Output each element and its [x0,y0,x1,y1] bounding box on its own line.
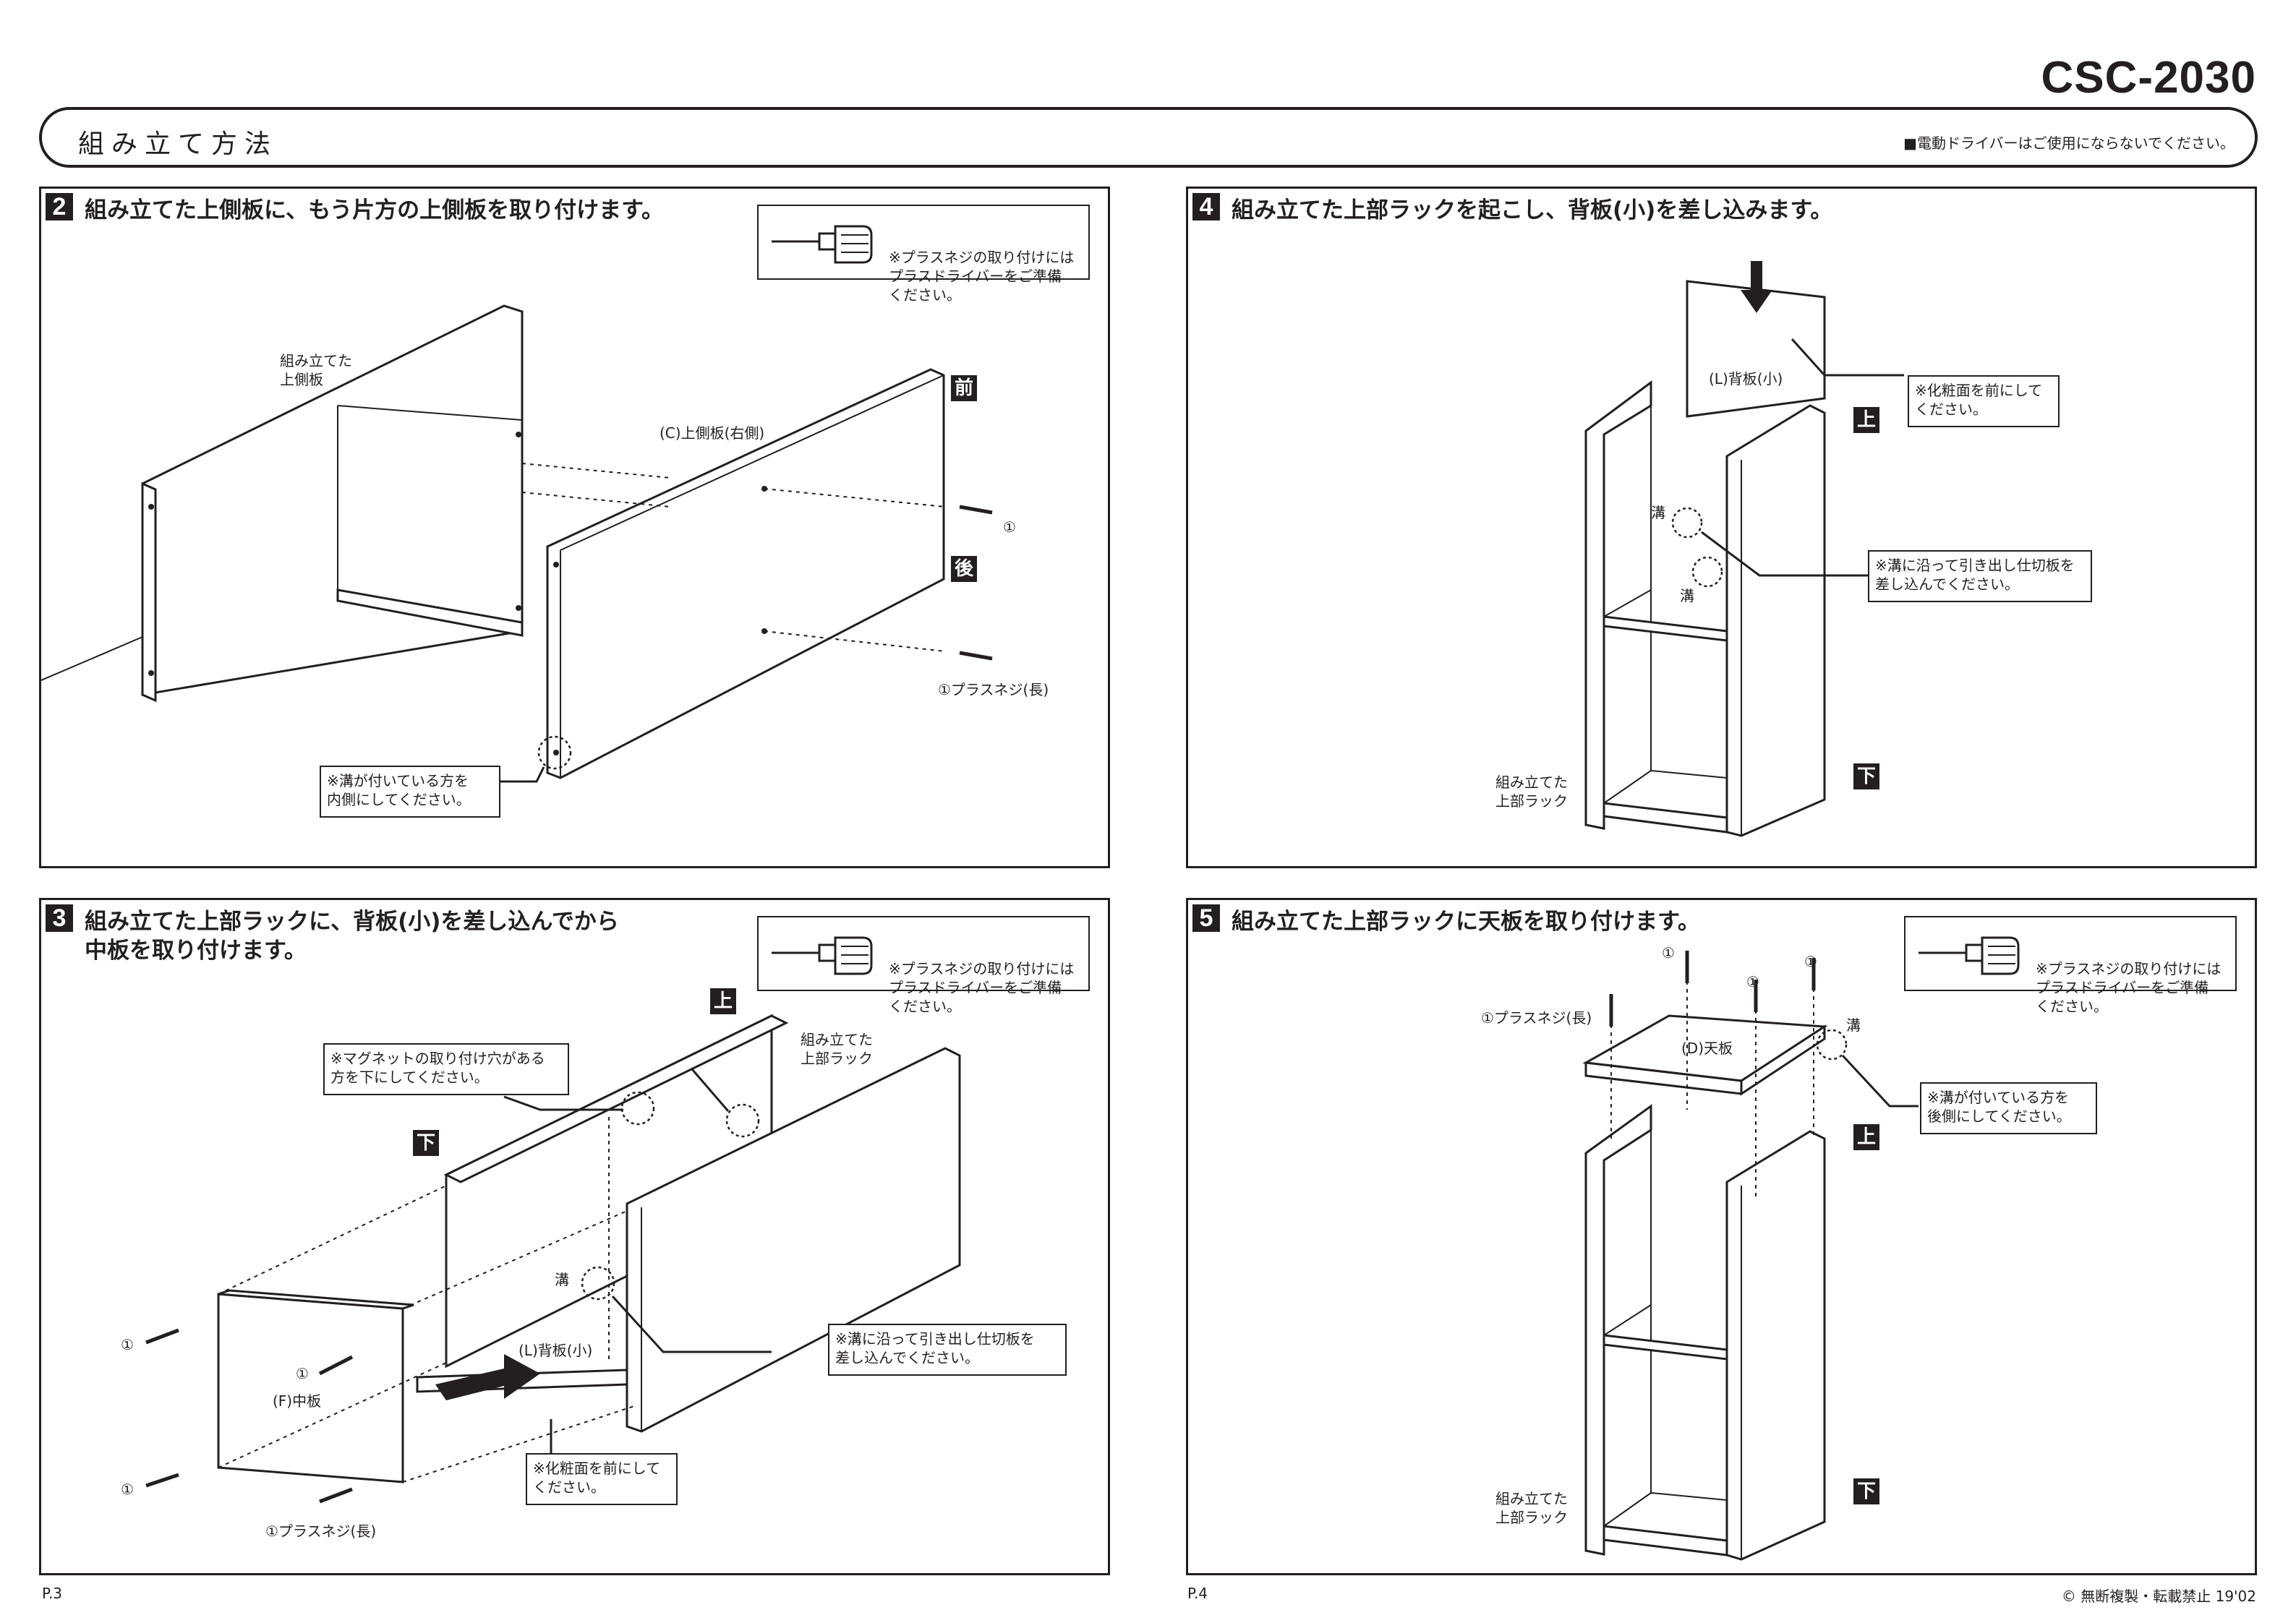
step-title: 組み立てた上部ラックを起こし、背板(小)を差し込みます。 [1232,197,1833,223]
label-groove: 溝 [1651,504,1665,521]
screwdriver-hand-icon [772,225,873,264]
badge-bottom: 下 [1853,763,1879,789]
copyright-note: © 無断複製・転載禁止 19'02 [2061,1588,2256,1605]
screwdriver-hand-icon [1919,936,2020,975]
screwdriver-hand-icon [772,936,873,975]
screw-note-text: ※プラスネジの取り付けには プラスドライバーをご準備 ください。 [889,249,1075,304]
label-screw-1: ① [1662,944,1675,962]
step-3-illustration [145,1014,961,1504]
step-4-panel: 4 組み立てた上部ラックを起こし、背板(小)を差し込みます。 [1186,187,2257,868]
step-title: 組み立てた上側板に、もう片方の上側板を取り付けます。 [85,197,665,223]
label-screw-1: ① [121,1336,134,1353]
magnet-note: ※マグネットの取り付け穴がある 方を下にしてください。 [323,1043,569,1095]
label-screw-1: ① [1804,953,1817,970]
groove-note: ※溝が付いている方を 後側にしてください。 [1920,1082,2097,1134]
label-screw-long: ①プラスネジ(長) [938,681,1049,698]
step-title: 組み立てた上部ラックに天板を取り付けます。 [1232,909,1700,935]
screwdriver-note: ※プラスネジの取り付けには プラスドライバーをご準備 ください。 [757,916,1090,1015]
label-upper-rack: 組み立てた 上部ラック [1495,1490,1568,1526]
face-note: ※化粧面を前にして ください。 [526,1453,678,1505]
slide-note: ※溝に沿って引き出し仕切板を 差し込んでください。 [828,1324,1067,1376]
label-backboard: (L)背板(小) [1709,370,1783,387]
label-groove: 溝 [555,1271,569,1288]
screw-note-text: ※プラスネジの取り付けには プラスドライバーをご準備 ください。 [889,960,1075,1015]
label-assembled-panel: 組み立てた 上側板 [280,352,352,388]
step-number: 5 [1192,904,1220,932]
badge-top: 上 [1853,1124,1879,1150]
page-number-right: P.4 [1187,1585,1208,1602]
label-groove: 溝 [1846,1016,1861,1034]
step-title-line-2: 中板を取り付けます。 [85,938,307,964]
label-upper-rack: 組み立てた 上部ラック [1495,774,1568,810]
step-2-illustration [41,304,993,783]
page-number-left: P.3 [42,1585,63,1602]
label-screw-1: ① [121,1481,134,1498]
header-note: ■電動ドライバーはご使用にならないでください。 [1903,134,2235,152]
label-top-board: (D)天板 [1681,1040,1733,1057]
step-3-panel: 3 組み立てた上部ラックに、背板(小)を差し込んでから 中板を取り付けます。 ※… [39,898,1110,1575]
badge-back: 後 [951,556,977,582]
screwdriver-note: ※プラスネジの取り付けには プラスドライバーをご準備 ください。 [1904,916,2237,1015]
label-screw-1: ① [1003,518,1016,536]
label-screw-long: ①プラスネジ(長) [1481,1009,1592,1027]
screwdriver-note: ※プラスネジの取り付けには プラスドライバーをご準備 ください。 [757,205,1090,304]
step-number: 4 [1192,193,1220,220]
badge-bottom: 下 [413,1130,439,1156]
label-upper-rack: 組み立てた 上部ラック [801,1031,873,1067]
label-groove: 溝 [1680,587,1694,604]
badge-bottom: 下 [1853,1478,1879,1504]
badge-top: 上 [710,988,736,1014]
label-backboard: (L)背板(小) [518,1342,593,1359]
step-2-panel: 2 組み立てた上側板に、もう片方の上側板を取り付けます。 ※プラスネジの取り付け… [39,187,1110,868]
label-screw-long: ①プラスネジ(長) [265,1523,377,1540]
slide-note: ※溝に沿って引き出し仕切板を 差し込んでください。 [1868,550,2092,602]
label-screw-1: ① [1746,973,1759,990]
step-5-illustration [1582,951,1919,1561]
step-5-panel: 5 組み立てた上部ラックに天板を取り付けます。 ※プラスネジの取り付けには プラ… [1186,898,2257,1575]
label-screw-1: ① [296,1365,309,1382]
page-title: 組み立て方法 [78,129,278,159]
header-bar: 組み立て方法 ■電動ドライバーはご使用にならないでください。 [39,107,2258,168]
model-number: CSC-2030 [2041,53,2256,103]
badge-top: 上 [1853,407,1879,433]
step-number: 3 [46,904,73,932]
groove-note: ※溝が付いている方を 内側にしてください。 [320,766,500,818]
step-title-line-1: 組み立てた上部ラックに、背板(小)を差し込んでから [85,909,619,935]
face-note: ※化粧面を前にして ください。 [1908,375,2060,427]
screw-note-text: ※プラスネジの取り付けには プラスドライバーをご準備 ください。 [2036,960,2222,1015]
step-number: 2 [46,193,73,220]
label-middle-board: (F)中板 [273,1392,322,1410]
badge-front: 前 [951,375,977,401]
label-part-c: (C)上側板(右側) [660,424,765,442]
step-4-illustration [1584,261,1904,837]
